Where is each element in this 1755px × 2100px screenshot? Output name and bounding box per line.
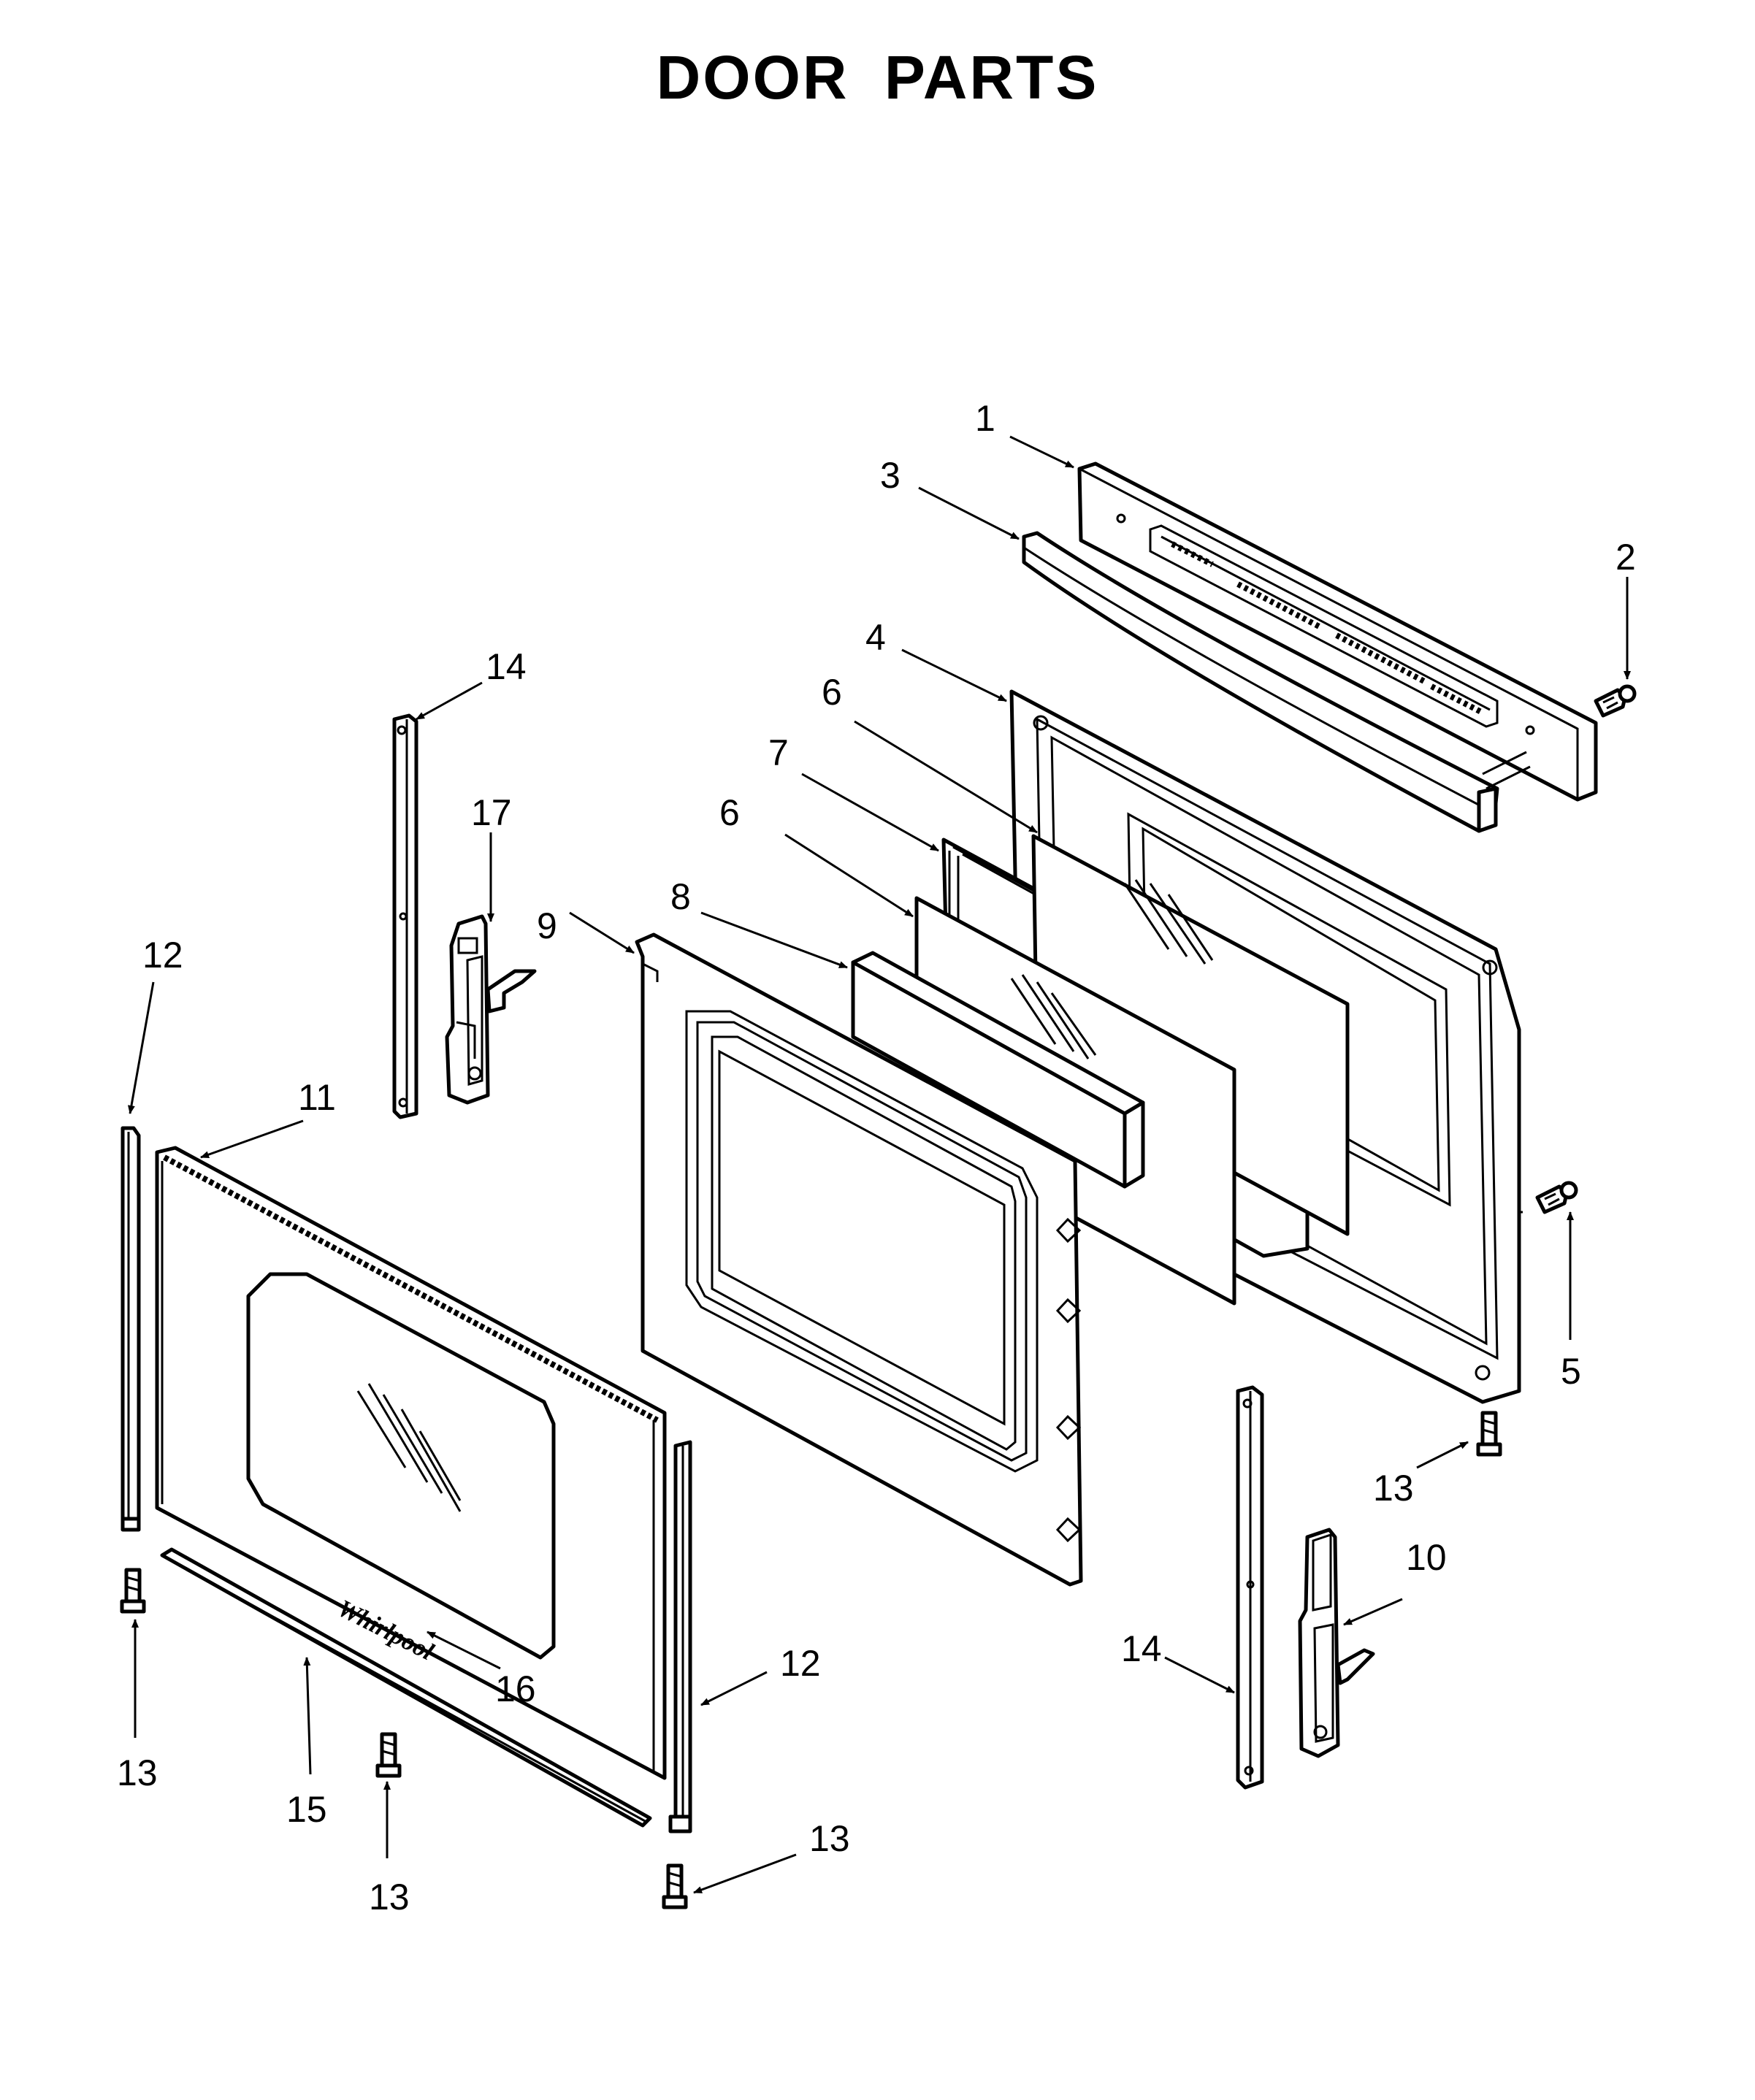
screw-13-left — [120, 1568, 146, 1614]
callout-8: 8 — [670, 876, 691, 917]
screw-13-bottom-right — [662, 1863, 688, 1909]
callout-labels: 1 2 3 4 5 6 6 7 8 9 10 11 12 12 13 13 13… — [117, 398, 1636, 1917]
callout-12-left: 12 — [142, 935, 183, 976]
bottom-trim — [160, 1547, 652, 1828]
callout-12-right: 12 — [780, 1643, 821, 1684]
door-frame — [635, 932, 1083, 1587]
callout-7: 7 — [768, 732, 789, 773]
callout-13-bottom-right: 13 — [809, 1818, 850, 1859]
leader-lines — [128, 435, 1631, 1894]
top-vent-panel — [1077, 461, 1598, 802]
callout-14-left: 14 — [486, 646, 527, 687]
callout-3: 3 — [880, 455, 901, 496]
hinge-left — [445, 914, 537, 1105]
callout-6-upper: 6 — [822, 672, 842, 713]
insulation-block — [851, 951, 1145, 1189]
screw-13-bottom-center — [375, 1732, 402, 1778]
door-handle — [1022, 531, 1531, 833]
callout-1: 1 — [975, 398, 995, 439]
right-side-trim — [668, 1440, 692, 1833]
callout-13-right: 13 — [1373, 1468, 1414, 1509]
callout-6-lower: 6 — [719, 792, 740, 833]
screw-13-right — [1476, 1411, 1502, 1457]
hinge-receiver-right — [1236, 1385, 1264, 1790]
callout-11: 11 — [298, 1077, 336, 1118]
callout-17: 17 — [471, 792, 512, 833]
callout-9: 9 — [537, 905, 557, 946]
callout-15: 15 — [286, 1789, 327, 1830]
callout-4: 4 — [865, 617, 886, 658]
callout-13-bottom-center: 13 — [369, 1877, 410, 1917]
callout-5: 5 — [1561, 1351, 1581, 1392]
outer-door-panel — [155, 1146, 667, 1780]
callout-13-left: 13 — [117, 1752, 158, 1793]
hinge-receiver-left — [392, 713, 418, 1119]
callout-16: 16 — [495, 1668, 536, 1709]
screw-2 — [1594, 684, 1637, 718]
callout-10: 10 — [1406, 1537, 1447, 1578]
callout-2: 2 — [1616, 537, 1636, 578]
hinge-right — [1298, 1528, 1375, 1758]
page-title: DOOR PARTS — [656, 43, 1099, 112]
left-side-trim — [121, 1126, 141, 1532]
screw-5 — [1535, 1181, 1578, 1214]
callout-14-right: 14 — [1121, 1628, 1162, 1669]
